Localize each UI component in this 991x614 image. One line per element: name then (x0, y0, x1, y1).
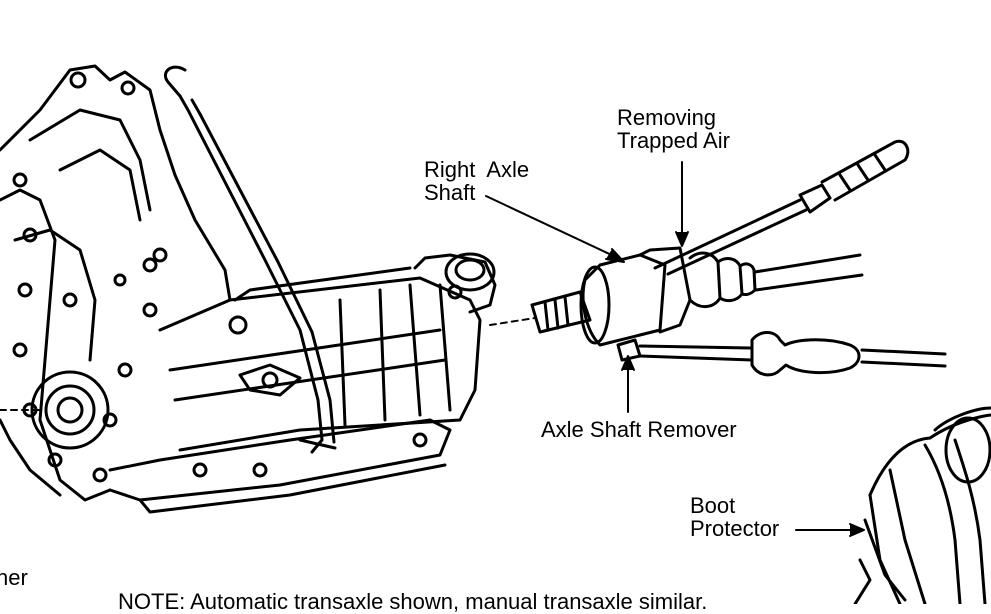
boot-protector (853, 406, 991, 604)
note-text: NOTE: Automatic transaxle shown, manual … (118, 589, 708, 614)
label-partial-left: her (0, 565, 28, 590)
screwdriver-upper (653, 139, 910, 276)
label-boot-line1: Boot (690, 493, 736, 518)
leader-right-axle-shaft (485, 195, 619, 259)
label-removing-line1: Removing (617, 105, 717, 130)
dipstick-tube (163, 65, 337, 454)
label-axle-shaft-remover: Axle Shaft Remover (541, 417, 737, 442)
label-removing-line2: Trapped Air (617, 128, 730, 153)
label-axle-line2: Shaft (424, 180, 476, 205)
callout-leaders (485, 161, 865, 537)
label-boot-line2: Protector (690, 516, 780, 541)
label-axle-line1: Right Axle (424, 157, 530, 182)
axle-shaft-remover-tool (616, 331, 947, 377)
label-removing-trapped-air: Removing Trapped Air (617, 106, 730, 152)
label-boot-protector: Boot Protector (690, 494, 779, 540)
right-axle-shaft (530, 246, 864, 347)
transaxle-housing (0, 64, 536, 514)
label-right-axle-shaft: Right Axle Shaft (424, 158, 529, 204)
